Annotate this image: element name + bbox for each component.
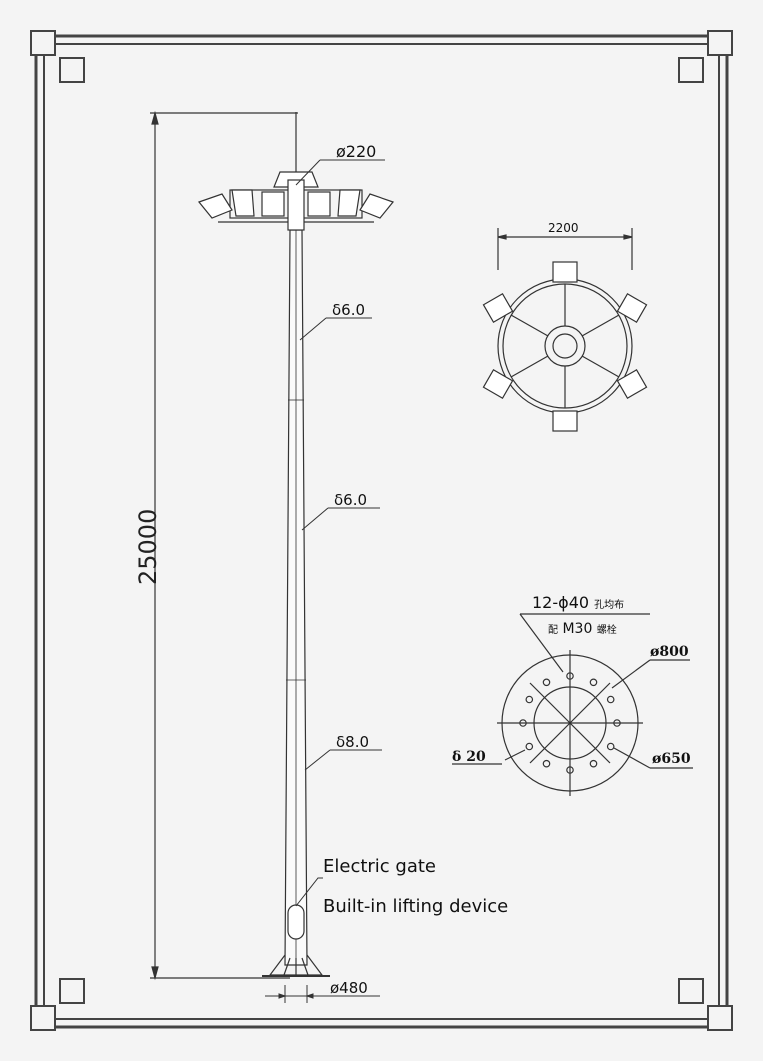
flange-outer-diameter-label: ø800 [650,644,689,660]
lamp-ring-width-label: 2200 [548,221,579,235]
flange-bolt-spec: M30 [562,621,592,637]
wall-upper-label: δ6.0 [332,301,365,319]
flange-bolt-note: 螺栓 [597,623,617,636]
lamp-ring-top-view [482,228,648,432]
lifting-label: Built-in lifting device [323,896,508,917]
base-diameter-dimension [265,985,380,1003]
flange-holes-count: 12-ϕ40 [532,593,589,612]
border-frame [30,30,733,1031]
gate-leader [295,877,323,907]
lamp-head-side [197,171,395,231]
top-diameter-label: ø220 [336,142,376,161]
height-label: 25000 [134,509,162,585]
flange-holes-note: 孔均布 [594,599,624,611]
wall-thickness-leaders [299,317,382,771]
flange-plate [452,613,693,796]
gate-label: Electric gate [323,856,436,877]
corner-ornament-bottom-right [678,978,733,1031]
corner-ornament-top-left [30,30,85,83]
corner-ornament-top-right [678,30,733,83]
lifting-device-door [287,904,305,940]
flange-bolt-circle-label: ø650 [652,751,691,767]
corner-ornament-bottom-left [30,978,85,1031]
wall-lower-label: δ8.0 [336,733,369,751]
top-diameter-leader [295,159,385,186]
height-dimension [150,110,298,981]
base-diameter-label: ø480 [330,979,368,997]
pole-base [262,954,330,977]
flange-thickness-label: δ 20 [452,749,486,765]
flange-bolt-prefix: 配 [548,624,558,636]
flange-bolt-label: 配 M30 螺栓 [548,621,617,637]
wall-middle-label: δ6.0 [334,491,367,509]
pole-shaft [284,112,308,966]
flange-holes-label: 12-ϕ40 孔均布 [532,593,624,612]
